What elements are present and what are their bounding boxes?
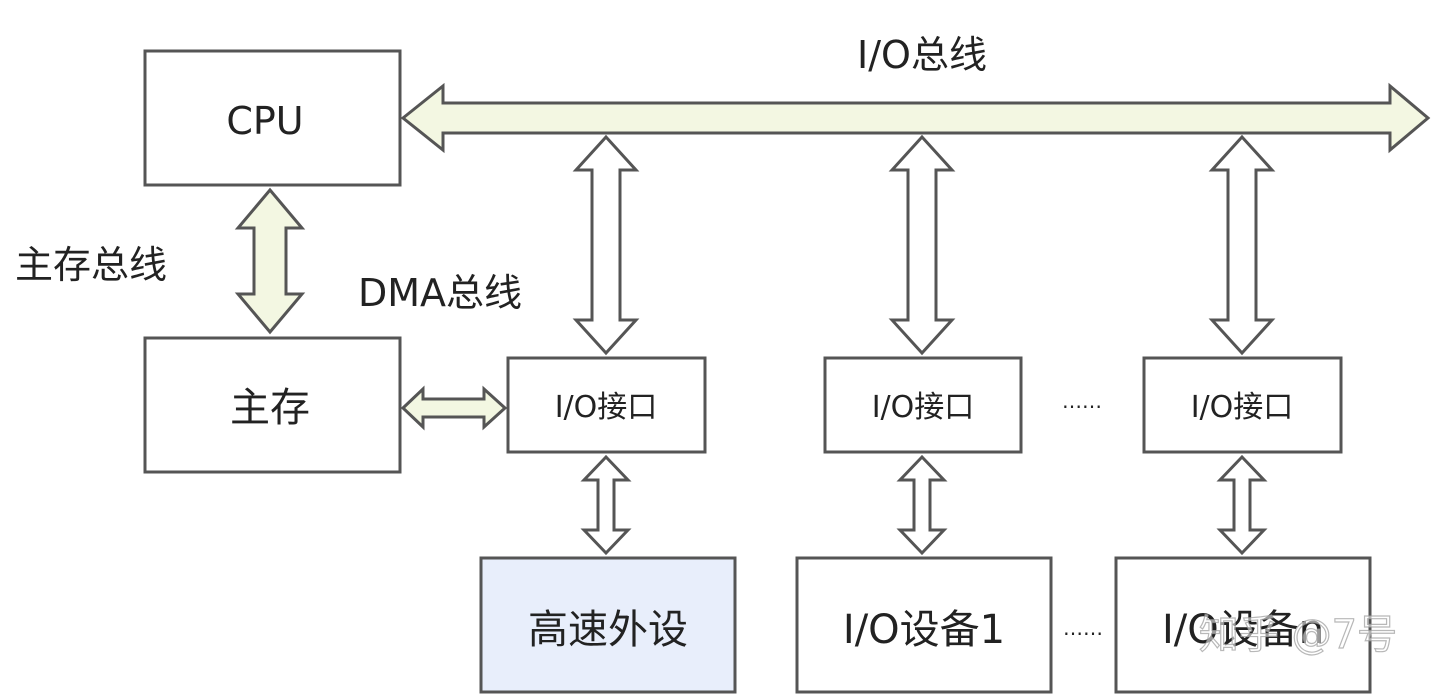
main-memory-label: 主存 <box>230 385 310 431</box>
io-bus-to-interface-1-arrow <box>572 134 640 356</box>
io-interface-1-label: I/O接口 <box>555 390 658 425</box>
cpu-label: CPU <box>226 99 303 143</box>
io-bus-label: I/O总线 <box>857 33 987 77</box>
main-memory-bus-arrow <box>234 187 306 335</box>
io-interface-3-label: I/O接口 <box>1191 390 1294 425</box>
io-interface-1-box <box>506 356 707 454</box>
io-bus-to-interface-2-arrow <box>888 134 956 356</box>
io-bus-to-interface-3-arrow <box>1208 134 1276 356</box>
watermark: 知乎 @7号 <box>1199 612 1397 658</box>
dma-bus-arrow <box>400 385 508 431</box>
io-bus-arrow <box>400 82 1431 154</box>
interface-ellipsis: …… <box>1062 389 1102 413</box>
io-interface-2-box <box>823 356 1023 454</box>
main-memory-box <box>143 336 402 474</box>
io-device-1-label: I/O设备1 <box>843 607 1005 653</box>
interface-3-to-device-3-arrow <box>1216 454 1268 556</box>
high-speed-device-box <box>479 556 737 694</box>
io-device-1-box <box>795 556 1053 694</box>
interface-1-to-device-1-arrow <box>580 454 632 556</box>
interface-2-to-device-2-arrow <box>896 454 948 556</box>
io-interface-3-box <box>1142 356 1343 454</box>
io-interface-2-label: I/O接口 <box>872 390 975 425</box>
io-device-n-label: I/O设备n <box>1162 607 1324 653</box>
high-speed-device-label: 高速外设 <box>528 607 688 653</box>
device-ellipsis: …… <box>1063 616 1103 640</box>
cpu-box <box>143 49 402 187</box>
main-memory-bus-label: 主存总线 <box>15 243 167 287</box>
io-device-n-box <box>1114 556 1372 694</box>
dma-bus-label: DMA总线 <box>358 271 522 315</box>
